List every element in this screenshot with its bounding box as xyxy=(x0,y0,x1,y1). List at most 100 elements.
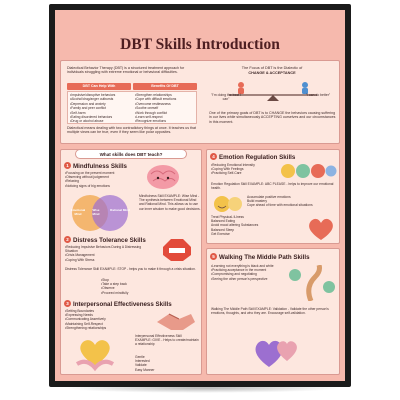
help-list: Impulsive/disruptive behaviors Alcohol/d… xyxy=(70,93,132,124)
distress-example: Distress Tolerance Skill EXAMPLE: STOP -… xyxy=(65,267,196,271)
list-item: Stop xyxy=(101,278,161,282)
list-item: Learning not everything is black and whi… xyxy=(211,264,279,268)
list-item: Interested xyxy=(135,359,150,364)
handshake-icon xyxy=(157,313,195,330)
stop-sign-icon xyxy=(163,239,191,261)
distress-heading: Distress Tolerance Skills xyxy=(73,236,146,244)
abc-list: Accumulate positive emotions Build maste… xyxy=(247,195,337,208)
brain-icon xyxy=(147,165,179,189)
heart-hands-icon xyxy=(75,340,115,372)
section-number-badge: 3 xyxy=(64,300,71,307)
mindfulness-list: Focusing on the present moment Observing… xyxy=(65,171,137,188)
list-item: Drug or alcohol abuse xyxy=(70,119,132,123)
list-item: Seeing the other person's perspective xyxy=(211,277,279,281)
mindfulness-heading: Mindfulness Skills xyxy=(73,162,127,170)
walking-path-icon xyxy=(289,265,335,301)
table-header-benefits: Benefits Of DBT xyxy=(133,83,197,90)
goal-text: One of the primary goals of DBT is to CH… xyxy=(209,111,336,124)
list-item: Avoid mood altering Substances xyxy=(211,223,259,228)
list-item: Proceed mindfully xyxy=(101,291,161,295)
list-item: Compromising and negotiating xyxy=(211,272,279,276)
list-item: Build mastery xyxy=(247,199,267,204)
list-item: Take a step back xyxy=(101,282,161,286)
list-item: Cope ahead of time with emotional situat… xyxy=(247,203,313,208)
interpersonal-example: Interpersonal Effectiveness Skill EXAMPL… xyxy=(135,334,199,347)
middle-path-heading: Walking The Middle Path Skills xyxy=(219,253,310,261)
skills-question-pill: What skills does DBT teach? xyxy=(75,149,187,159)
venn-rational-label: Rational Mind xyxy=(110,208,130,212)
emotion-regulation-panel: 4 Emotion Regulation Skills Reducing Emo… xyxy=(206,149,340,244)
list-item: Balanced Sleep xyxy=(211,227,235,232)
list-item: Accumulate positive emotions xyxy=(247,195,291,199)
list-item: Reducing Emotional Intensity xyxy=(211,163,277,167)
list-item: Strengthen relationships xyxy=(135,93,197,97)
intro-paragraph: Dialectical Behavior Therapy (DBT) is a … xyxy=(67,66,185,75)
list-item: Reducing Impulsive Behaviors During A Di… xyxy=(65,245,147,253)
hearts-icon xyxy=(255,340,297,367)
list-item: Work through conflict xyxy=(135,111,197,115)
list-item: Balanced Eating xyxy=(211,219,236,224)
list-item: Noticing signs of big emotions xyxy=(65,184,137,188)
benefits-list: Strengthen relationships Cope with diffi… xyxy=(135,93,197,124)
happy-faces-icon xyxy=(214,196,242,212)
list-item: Coping With Feelings xyxy=(211,167,277,171)
seesaw-icon xyxy=(229,82,317,101)
poster-shadow xyxy=(62,383,342,393)
heart-icon xyxy=(309,218,333,240)
list-item: Coping With Stress xyxy=(65,258,147,262)
list-item: Observe xyxy=(101,286,161,290)
emotion-faces-icon xyxy=(281,164,337,178)
list-item: Practicing acceptance in the moment xyxy=(211,268,279,272)
list-item: Gentle xyxy=(135,355,145,359)
give-list: Gentle Interested Validate Easy Manner xyxy=(135,355,195,372)
section-number-badge: 1 xyxy=(64,162,71,169)
list-item: Recognize emotions xyxy=(135,119,197,123)
section-number-badge: 5 xyxy=(210,253,217,260)
left-panel: What skills does DBT teach? 1 Mindfulnes… xyxy=(60,149,202,375)
middle-path-panel: 5 Walking The Middle Path Skills Learnin… xyxy=(206,248,340,375)
list-item: Communicating Assertively xyxy=(65,317,141,321)
list-item: Focusing on the present moment xyxy=(65,171,137,175)
middle-path-list: Learning not everything is black and whi… xyxy=(211,264,279,281)
please-list: Treat PhysicaL iLlness Balanced Eating A… xyxy=(211,215,301,236)
list-item: Observing without judgement xyxy=(65,175,137,179)
list-item: Cope with difficult emotions xyxy=(135,97,197,101)
list-item: Soothe oneself xyxy=(135,106,197,110)
interpersonal-list: Setting Boundaries Expressing Needs Comm… xyxy=(65,309,141,330)
list-item: Get Exercise xyxy=(211,231,230,236)
section-number-badge: 2 xyxy=(64,236,71,243)
section-number-badge: 4 xyxy=(210,153,217,160)
list-item: Depression and anxiety xyxy=(70,102,132,106)
list-item: Maintaining Self-Respect xyxy=(65,322,141,326)
list-item: Easy Manner xyxy=(135,367,155,372)
focus-subheading: CHANGE & ACCEPTANCE xyxy=(248,71,296,75)
list-item: Practicing Self-Care xyxy=(211,171,277,175)
list-item: Impulsive/disruptive behaviors xyxy=(70,93,132,97)
list-item: Self-harm xyxy=(70,111,132,115)
stop-list: Stop Take a step back Observe Proceed mi… xyxy=(101,278,161,295)
mindfulness-example: Mindfulness Skill EXAMPLE: Wise Mind - T… xyxy=(139,194,201,211)
poster: DBT Skills Introduction Dialectical Beha… xyxy=(55,10,345,381)
list-item: Setting Boundaries xyxy=(65,309,141,313)
emotion-list: Reducing Emotional Intensity Coping With… xyxy=(211,163,277,176)
middle-path-example: Walking The Middle Path Skill EXAMPLE: V… xyxy=(211,307,329,316)
list-item: Validate xyxy=(135,363,147,368)
list-item: Alcohol/drug/anger outbursts xyxy=(70,97,132,101)
list-item: Learn self-respect xyxy=(135,115,197,119)
list-item: Eating disordered behaviors xyxy=(70,115,132,119)
distress-list: Reducing Impulsive Behaviors During A Di… xyxy=(65,245,147,262)
venn-emotional-label: Emotional Mind xyxy=(70,208,86,217)
wise-mind-venn-icon xyxy=(72,195,128,231)
interpersonal-heading: Interpersonal Effectiveness Skills xyxy=(73,300,172,308)
list-item: Overcome restlessness xyxy=(135,102,197,106)
venn-wise-label: Wise Mind xyxy=(92,208,100,217)
intro-panel: Dialectical Behavior Therapy (DBT) is a … xyxy=(60,60,340,144)
list-item: Strengthening relationships xyxy=(65,326,141,330)
list-item: Treat PhysicaL iLlness xyxy=(211,215,244,219)
dialectical-note: Dialectical means dealing with two contr… xyxy=(67,126,197,135)
list-item: Expressing Needs xyxy=(65,313,141,317)
quote-right: "I can do better" xyxy=(305,93,331,97)
emotion-heading: Emotion Regulation Skills xyxy=(219,153,296,161)
table-header-help: DBT Can Help With xyxy=(67,83,131,90)
focus-heading: The Focus of DBT is the Dialectic of xyxy=(241,66,303,70)
